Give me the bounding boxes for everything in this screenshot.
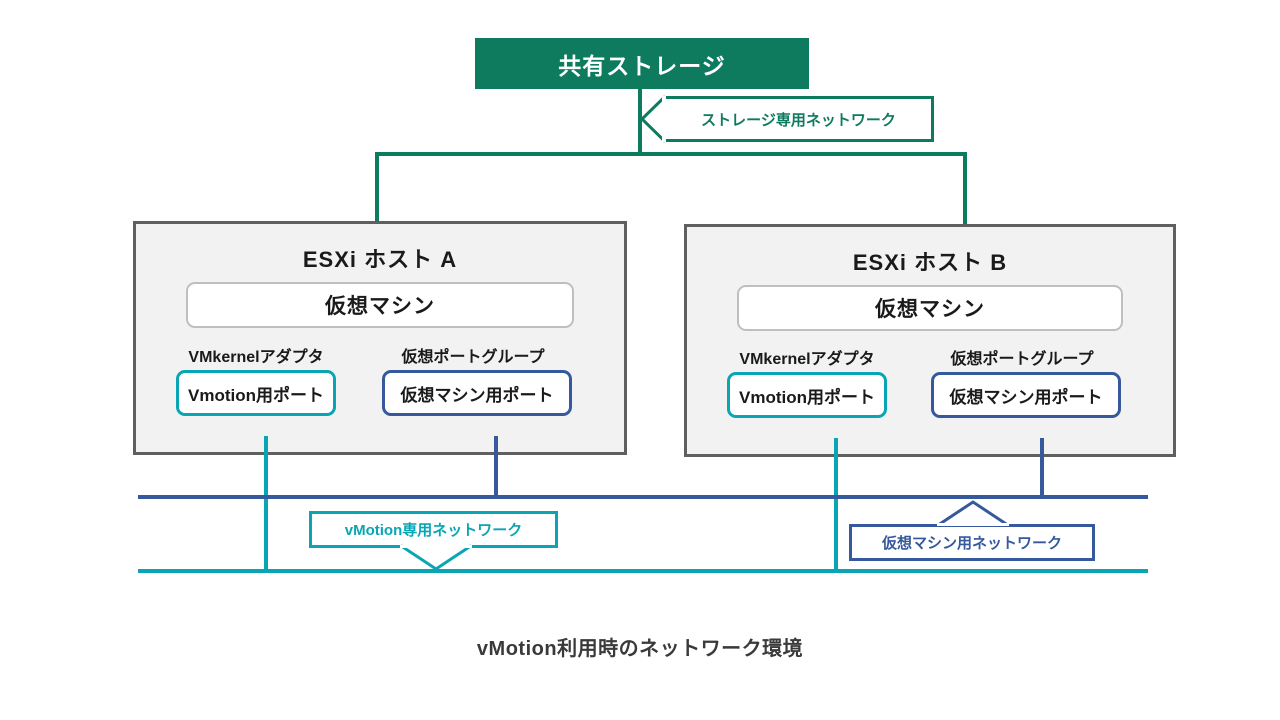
vmotion-callout-tail-icon (399, 544, 473, 571)
vmotion-network-bus (138, 569, 1148, 573)
host-a-vmotion-port: Vmotion用ポート (176, 370, 336, 416)
esxi-host-b-box: ESXi ホスト B 仮想マシン VMkernelアダプタ 仮想ポートグループ … (684, 224, 1176, 457)
storage-down-connector (638, 89, 642, 156)
shared-storage-box: 共有ストレージ (475, 38, 809, 89)
diagram-caption: vMotion利用時のネットワーク環境 (476, 638, 804, 660)
host-a-vm-port: 仮想マシン用ポート (382, 370, 572, 416)
host-a-title: ESXi ホスト A (302, 247, 458, 272)
vmotion-network-callout: vMotion専用ネットワーク (309, 511, 558, 548)
host-b-vm-port-connector (1040, 438, 1044, 499)
host-a-vmotion-port-connector (264, 436, 268, 573)
host-b-vm-port: 仮想マシン用ポート (931, 372, 1121, 418)
storage-to-host-b-connector (963, 152, 967, 226)
host-a-portgroup-label: 仮想ポートグループ (401, 349, 545, 366)
host-b-portgroup-label: 仮想ポートグループ (950, 351, 1094, 368)
host-b-vmotion-port: Vmotion用ポート (727, 372, 887, 418)
storage-to-host-a-connector (375, 152, 379, 223)
host-b-virtual-machine-box: 仮想マシン (737, 285, 1123, 331)
host-b-vmkernel-adapter-label: VMkernelアダプタ (739, 351, 875, 368)
host-a-virtual-machine-box: 仮想マシン (186, 282, 574, 328)
host-a-vmkernel-adapter-label: VMkernelアダプタ (188, 349, 324, 366)
vm-network-callout-tail-icon (936, 500, 1010, 527)
host-b-title: ESXi ホスト B (852, 250, 1008, 275)
vm-network-bus (138, 495, 1148, 499)
vm-network-callout: 仮想マシン用ネットワーク (849, 524, 1095, 561)
storage-network-callout: ストレージ専用ネットワーク (663, 96, 934, 142)
esxi-host-a-box: ESXi ホスト A 仮想マシン VMkernelアダプタ 仮想ポートグループ … (133, 221, 627, 455)
storage-network-bus (375, 152, 967, 156)
host-a-vm-port-connector (494, 436, 498, 499)
host-b-vmotion-port-connector (834, 438, 838, 573)
